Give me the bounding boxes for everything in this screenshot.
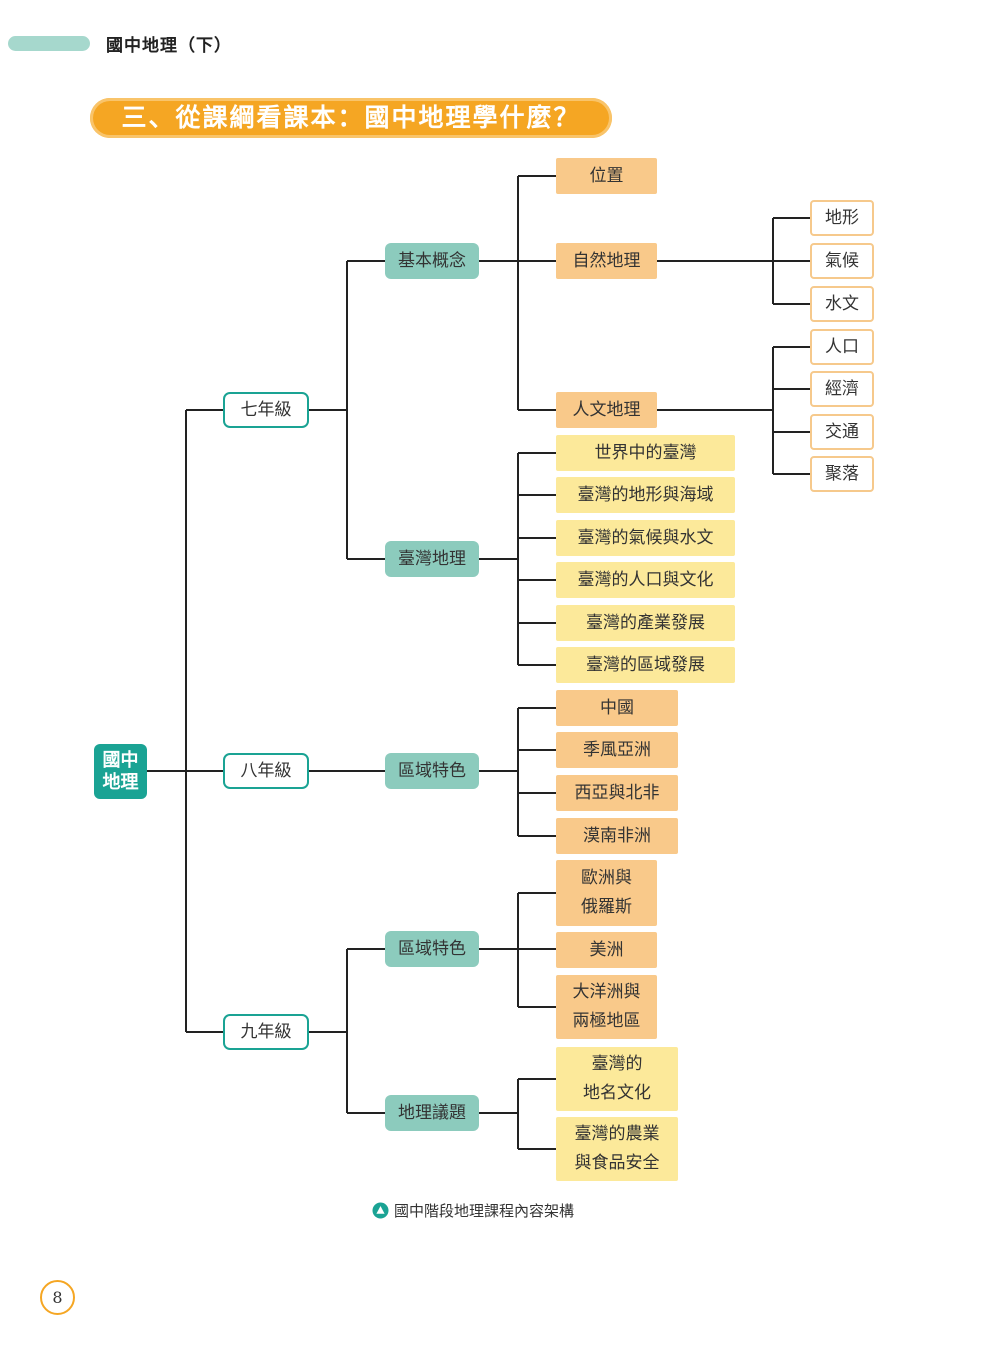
economy-node: 經濟 [810,371,874,407]
triangle-marker-icon [372,1202,389,1219]
taiwan-item-node: 臺灣的氣候與水文 [556,520,735,556]
grade8-regional-node: 區域特色 [385,753,479,789]
header-title: 國中地理（下） [106,36,232,56]
settlement-node: 聚落 [810,456,874,492]
page-number: 8 [40,1280,75,1315]
grade7-node: 七年級 [223,392,309,428]
taiwan-item-node: 臺灣的地形與海域 [556,477,735,513]
geo-issues-node: 地理議題 [385,1095,479,1131]
grade9-region-node: 歐洲與 俄羅斯 [556,860,657,926]
climate-node: 氣候 [810,243,874,279]
grade8-region-node: 季風亞洲 [556,732,678,768]
grade9-regional-node: 區域特色 [385,931,479,967]
basic-concepts-node: 基本概念 [385,243,479,279]
population-node: 人口 [810,329,874,365]
section-title-banner: 三、從課綱看課本：國中地理學什麼？ [90,98,612,138]
figure-caption-text: 國中階段地理課程內容架構 [394,1202,575,1220]
taiwan-geography-node: 臺灣地理 [385,541,479,577]
taiwan-item-node: 臺灣的人口與文化 [556,562,735,598]
grade9-region-node: 美洲 [556,932,657,968]
geo-issue-node: 臺灣的農業 與食品安全 [556,1117,678,1181]
taiwan-item-node: 臺灣的區域發展 [556,647,735,683]
grade9-region-node: 大洋洲與 兩極地區 [556,975,657,1039]
grade8-node: 八年級 [223,753,309,789]
root-node: 國中 地理 [94,744,147,799]
landform-node: 地形 [810,200,874,236]
physical-geography-node: 自然地理 [556,243,657,279]
human-geography-node: 人文地理 [556,392,657,428]
position-node: 位置 [556,158,657,194]
geo-issue-node: 臺灣的 地名文化 [556,1047,678,1111]
taiwan-item-node: 世界中的臺灣 [556,435,735,471]
grade9-node: 九年級 [223,1014,309,1050]
transport-node: 交通 [810,414,874,450]
grade8-region-node: 西亞與北非 [556,775,678,811]
header-accent-bar [8,36,90,51]
grade8-region-node: 漠南非洲 [556,818,678,854]
taiwan-item-node: 臺灣的產業發展 [556,605,735,641]
figure-caption: 國中階段地理課程內容架構 [372,1200,574,1221]
grade8-region-node: 中國 [556,690,678,726]
hydrology-node: 水文 [810,286,874,322]
